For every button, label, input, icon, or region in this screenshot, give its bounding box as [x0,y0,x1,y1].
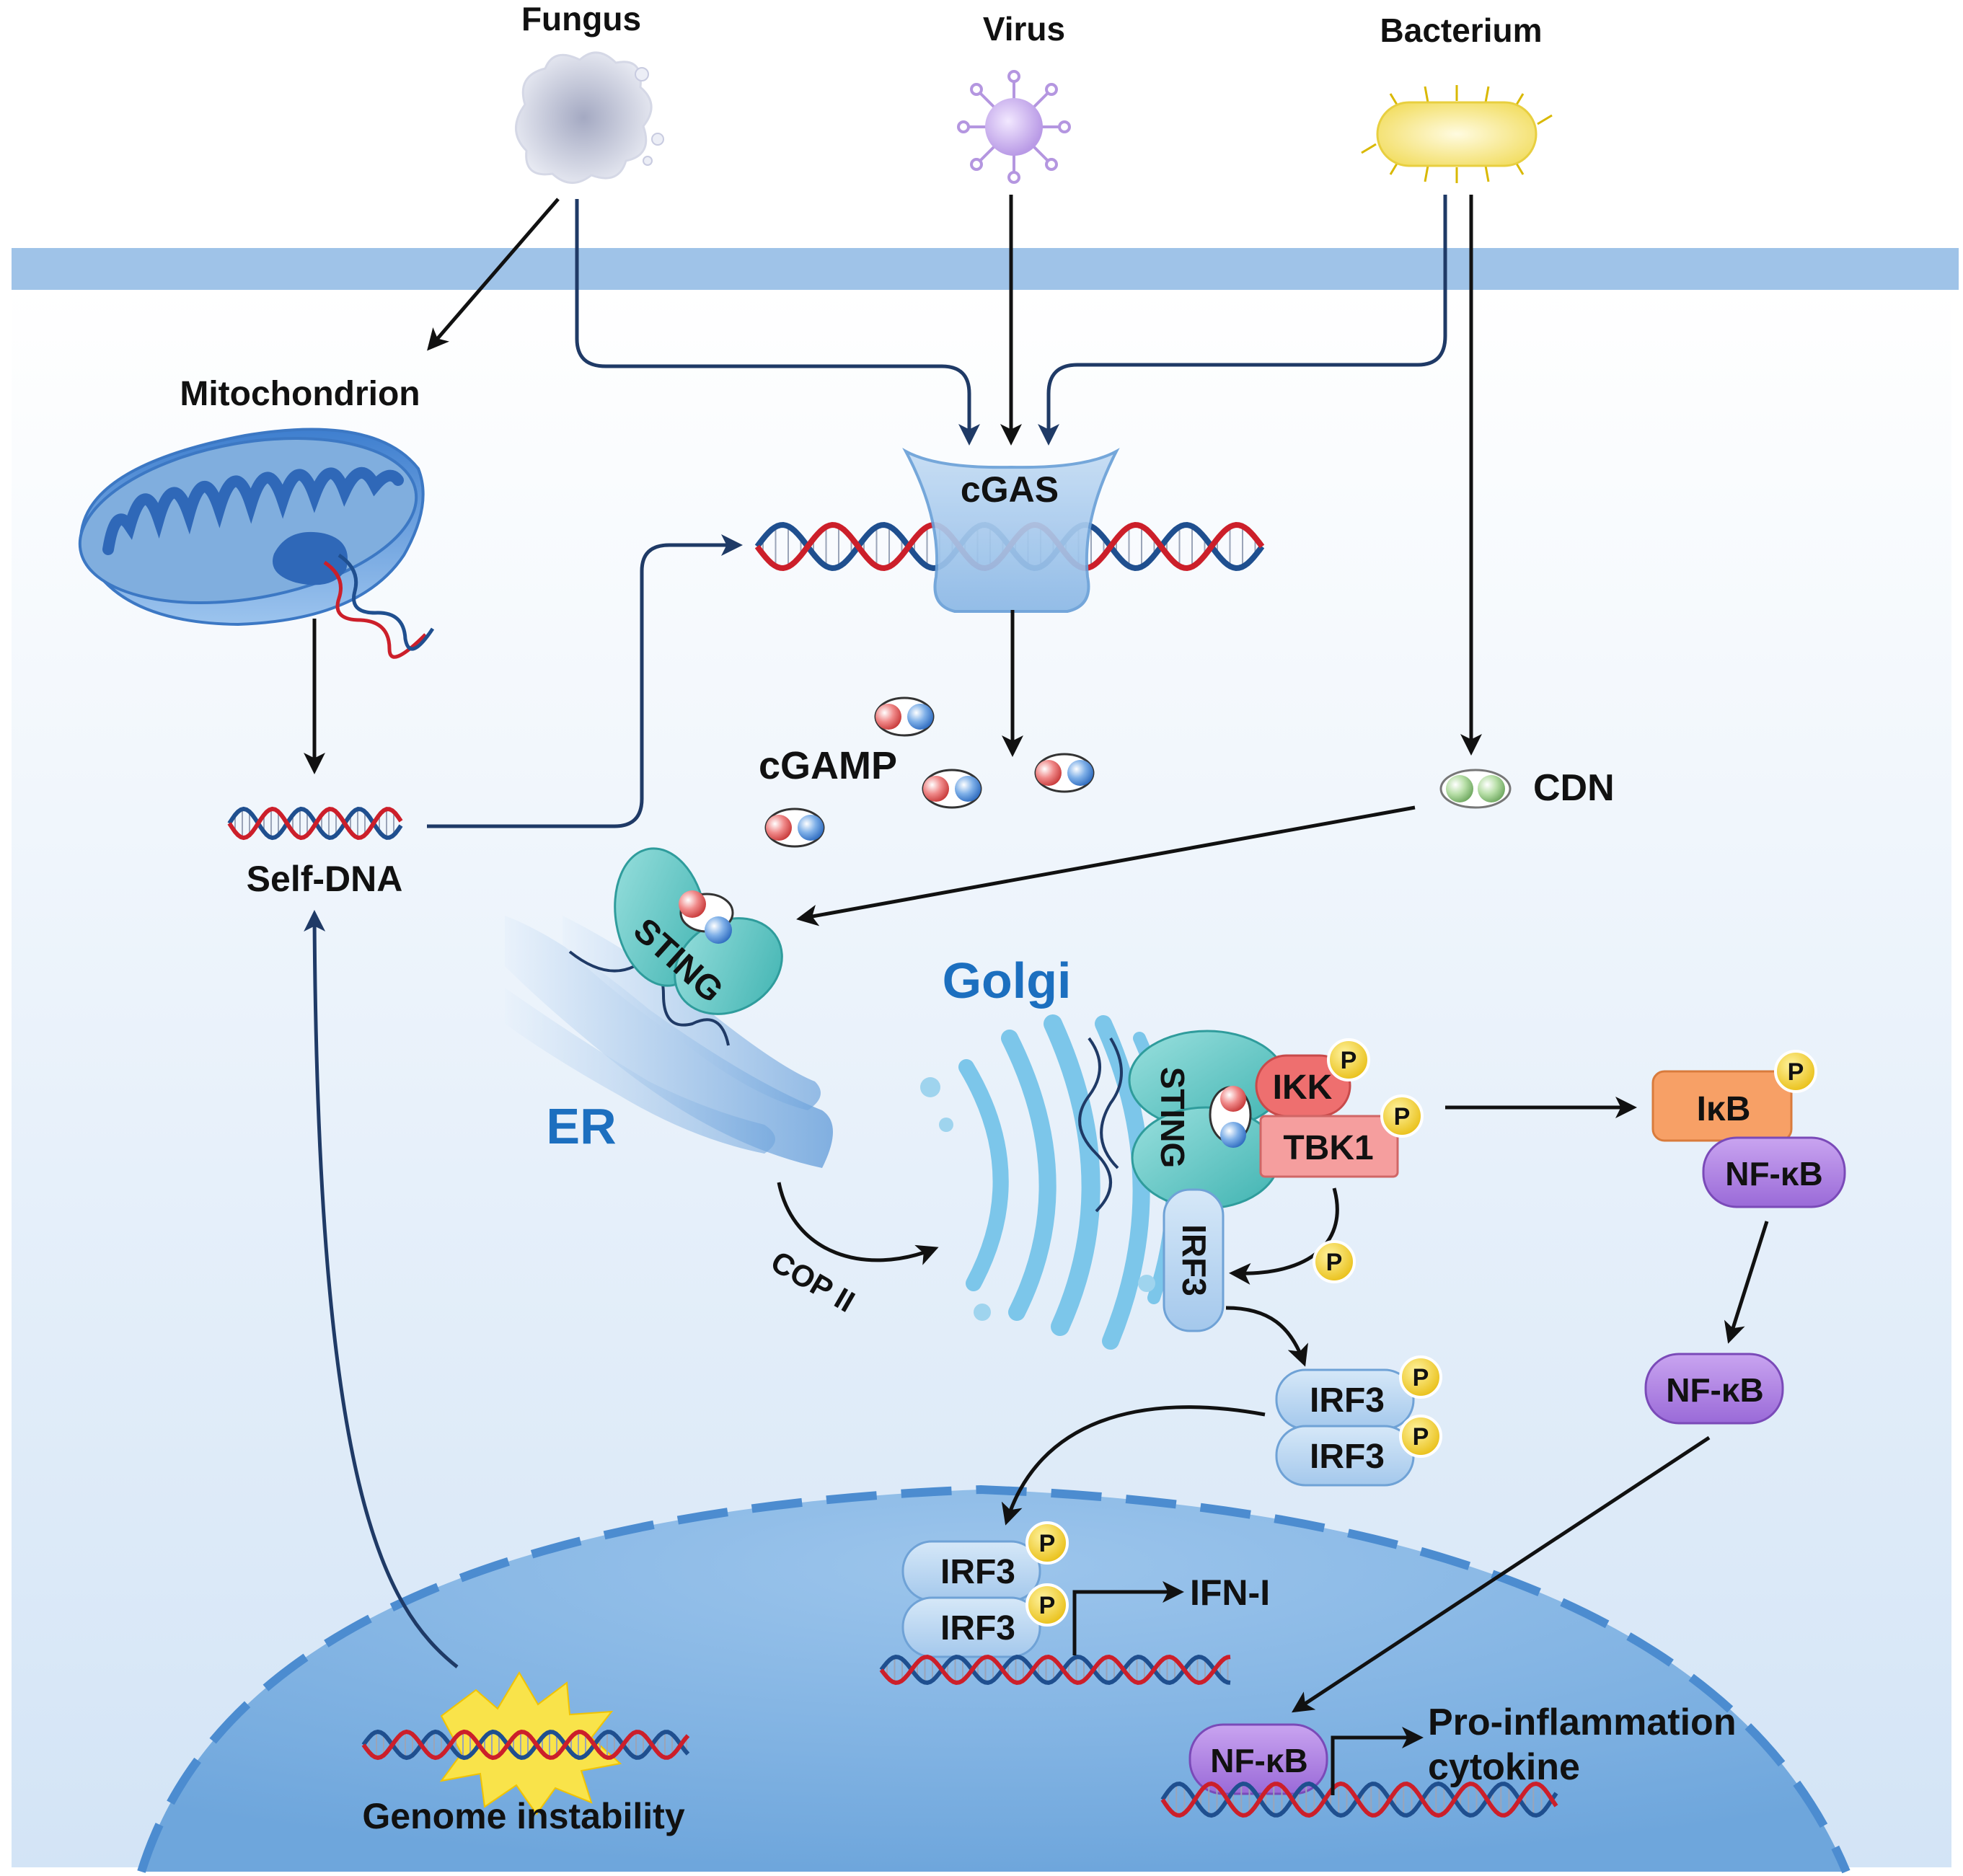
arrow-self-dna-to-cgas [427,534,743,828]
arrow-cdn-to-sting [796,805,1416,926]
irf3-nuclear-top-label: IRF3 [940,1553,1015,1591]
pro-inflammation-label: Pro-inflammation [1428,1702,1737,1743]
phosphate-badge: P [1313,1240,1356,1283]
phosphate-badge-circle [1380,1094,1424,1138]
bacterium-icon [1361,85,1553,183]
arrow-fungus-to-mitochondrion [427,198,560,351]
plasma-membrane [12,248,1959,290]
cgamp-molecule [922,769,982,809]
virus-icon [957,70,1071,184]
cgamp-molecule [874,696,935,737]
nfkb-free-node [1644,1353,1784,1425]
sting-golgi-icon [1078,1030,1287,1213]
dna-strand-blue [361,1729,690,1761]
cytokine-gene-dna-icon [1160,1781,1558,1818]
ikk-label: IKK [1273,1068,1333,1107]
ifn-label: IFN-I [1190,1572,1270,1613]
phosphate-badge-circle [1025,1583,1069,1627]
arrow-irf3-to-nucleus [1001,1405,1266,1526]
cgamp-molecule [764,808,825,848]
sting-golgi-label: STING [1154,1067,1191,1169]
phosphate-badge: P [1327,1038,1370,1081]
ikb-label: IκB [1697,1090,1751,1128]
cgamp-label: cGAMP [759,744,897,787]
nfkb-free-label: NF-κB [1666,1371,1764,1409]
cgamp-molecule-icon [764,696,1095,848]
self-dna-icon [227,806,403,841]
arrow-nfkb-to-nucleus [1291,1435,1711,1713]
irf3-nuclear-bottom-label: IRF3 [940,1609,1015,1647]
cgas-label: cGAS [961,469,1059,510]
cdn-label: CDN [1533,767,1615,809]
irf3-dimer-bottom-label: IRF3 [1310,1438,1385,1476]
irf3-golgi-label: IRF3 [1175,1224,1213,1296]
phosphate-badge-circle [1025,1521,1069,1565]
phosphate-badge: P [1399,1355,1442,1399]
damage-burst-icon [439,1671,622,1815]
cdn-molecule-icon [1439,769,1512,809]
arrow-bacterium-to-cgas [1038,195,1447,446]
phosphate-label: P [1341,1047,1357,1074]
golgi-label: Golgi [943,952,1072,1009]
arrow-genome-to-self-dna [304,910,459,1668]
phosphate-badge: P [1380,1094,1424,1138]
phosphate-badge: P [1774,1050,1817,1093]
cytokine-label: cytokine [1428,1746,1580,1788]
phosphate-label: P [1039,1592,1056,1619]
virus-label: Virus [983,10,1065,48]
mitochondrion-icon [78,428,435,659]
ifn-gene-dna-icon [879,1655,1231,1685]
mitochondrion-label: Mitochondrion [180,375,420,413]
dna-strand-red [361,1729,690,1761]
er-icon [505,916,833,1168]
dna-strand-red [879,1655,1231,1685]
er-label: ER [546,1098,616,1154]
phosphate-label: P [1326,1249,1343,1276]
mito-dna-icon [323,560,427,659]
phosphate-badge: P [1025,1583,1069,1627]
tbk1-label: TBK1 [1283,1129,1373,1167]
phosphate-badge-circle [1774,1050,1817,1093]
phosphate-label: P [1394,1103,1411,1131]
genome-instability-label: Genome instability [362,1796,685,1836]
tbk1-node [1259,1115,1399,1178]
arrow-nfkb-release [1724,1221,1769,1344]
fungus-icon [515,51,664,184]
cgas-enzyme [902,448,1120,613]
phosphate-badge: P [1399,1415,1442,1458]
fungus-label: Fungus [521,0,641,37]
dna-strand-red [1160,1781,1558,1818]
phosphate-label: P [1788,1058,1804,1086]
arrow-irf3-dimerize [1225,1306,1308,1367]
arrow-fungus-to-cgas [575,199,980,446]
phosphate-badge-circle [1399,1415,1442,1458]
bacterium-label: Bacterium [1380,12,1543,49]
phosphate-badge-circle [1313,1240,1356,1283]
self-dna-label: Self-DNA [247,859,403,899]
nfkb-complex-node [1702,1136,1846,1208]
phospho-badges: P P P P P P P P [1025,1038,1817,1627]
genome-dna-icon [361,1729,690,1761]
dna-strand-red [227,806,403,841]
dna-strand-blue [879,1655,1231,1685]
phosphate-label: P [1413,1423,1429,1451]
irf3-golgi-node [1163,1188,1225,1332]
phosphate-badge-circle [1399,1355,1442,1399]
arrow-ifn-transcription [1072,1581,1184,1655]
phosphate-label: P [1413,1364,1429,1391]
arrow-cytokine-transcription [1331,1727,1424,1795]
nfkb-nuclear-label: NF-κB [1210,1742,1308,1779]
nfkb-complex-label: NF-κB [1725,1155,1823,1193]
irf3-dimer-top-label: IRF3 [1310,1381,1385,1420]
arrow-er-to-golgi [777,1182,939,1265]
phosphate-badge: P [1025,1521,1069,1565]
phosphate-label: P [1039,1530,1056,1557]
phosphate-badge-circle [1327,1038,1370,1081]
sting-er-icon [568,847,783,1046]
irf3-nuclear-bottom [901,1596,1041,1658]
cgamp-molecule [1034,753,1095,793]
